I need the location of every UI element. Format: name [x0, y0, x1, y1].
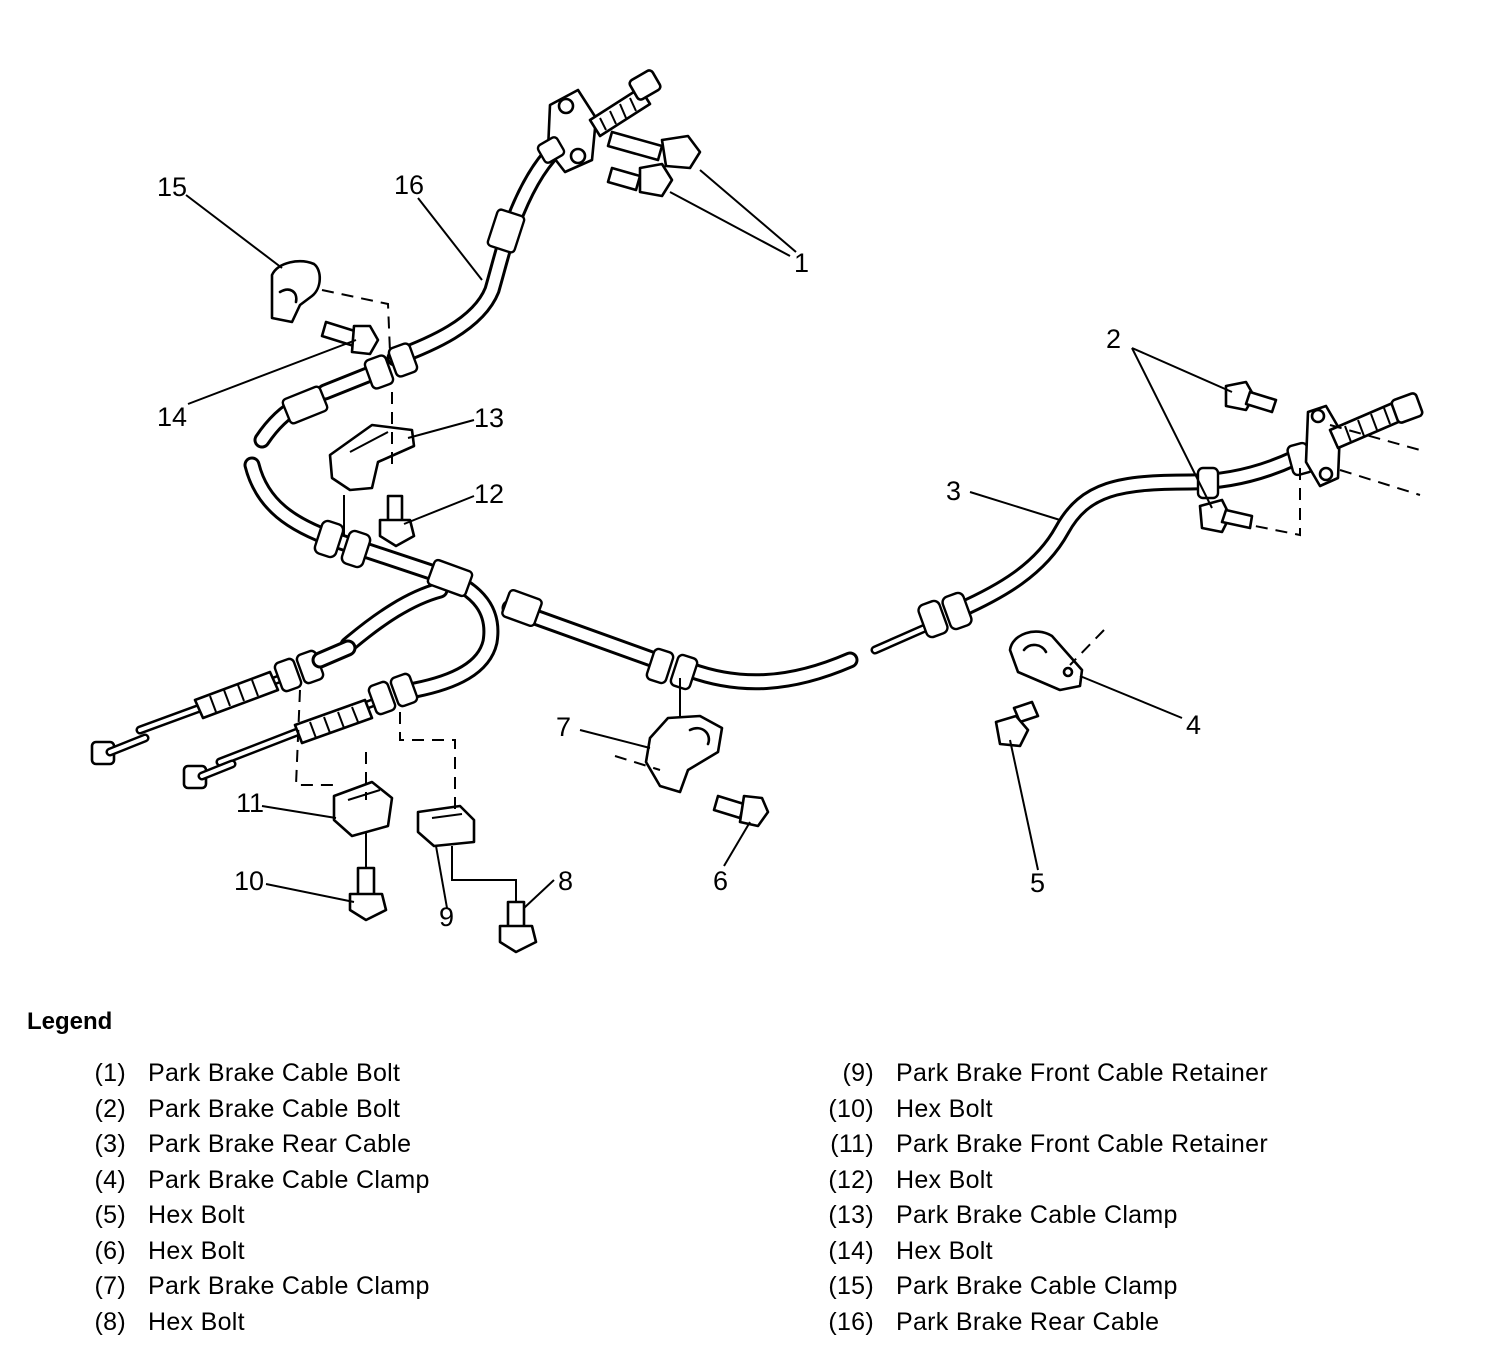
- legend-item-number: (6): [94, 1236, 126, 1265]
- legend-item-number: (9): [842, 1059, 874, 1087]
- legend-item: (2) Park Brake Cable Bolt: [60, 1092, 430, 1128]
- cable-clamp-7: [644, 714, 724, 794]
- legend-item: (5) Hex Bolt: [60, 1198, 430, 1234]
- legend-item-label: Park Brake Cable Clamp: [148, 1165, 430, 1194]
- callout-labels: 1 2 3 4 5 6 7 8 9 10 11 12 13 14 15 16: [157, 170, 1201, 932]
- callout-2: 2: [1106, 324, 1121, 354]
- front-cable-lower-left: [243, 456, 859, 699]
- upper-cable-anchor: [536, 69, 662, 174]
- callout-13: 13: [474, 403, 504, 433]
- legend-item-label: Park Brake Cable Bolt: [148, 1059, 401, 1087]
- legend-item-number: (4): [94, 1165, 126, 1194]
- cable-bolt-2-upper: [1224, 380, 1278, 414]
- legend-item-number: (5): [94, 1201, 126, 1229]
- legend-item: (12) Hex Bolt: [808, 1163, 1268, 1199]
- legend-item-number: (12): [828, 1165, 874, 1194]
- legend-item: (1) Park Brake Cable Bolt: [60, 1056, 430, 1092]
- callout-12: 12: [474, 479, 504, 509]
- legend-item-label: Park Brake Front Cable Retainer: [896, 1130, 1268, 1158]
- hex-bolt-10: [348, 866, 388, 922]
- legend-item-number: (15): [828, 1272, 874, 1300]
- legend-item: (8) Hex Bolt: [60, 1305, 430, 1341]
- callout-8: 8: [558, 866, 573, 896]
- callout-9: 9: [439, 902, 454, 932]
- legend-item: (9) Park Brake Front Cable Retainer: [808, 1056, 1268, 1092]
- legend-item: (3) Park Brake Rear Cable: [60, 1127, 430, 1163]
- legend-item: (4) Park Brake Cable Clamp: [60, 1163, 430, 1199]
- legend-item: (6) Hex Bolt: [60, 1234, 430, 1270]
- legend-column-left: (1) Park Brake Cable Bolt (2) Park Brake C…: [60, 1056, 430, 1340]
- legend-item-number: (11): [830, 1130, 874, 1158]
- callout-10: 10: [234, 866, 264, 896]
- rear-cable-16: [253, 141, 564, 449]
- cable-clamp-4: [1008, 630, 1084, 692]
- right-cable-anchor: [1304, 392, 1424, 488]
- front-cable-retainer-9: [416, 804, 476, 848]
- legend-item-number: (14): [828, 1236, 874, 1265]
- legend-item-label: Hex Bolt: [148, 1201, 245, 1229]
- legend-item-number: (13): [828, 1201, 874, 1229]
- legend-item-label: Park Brake Cable Bolt: [148, 1094, 401, 1123]
- hex-bolt-8: [498, 900, 538, 954]
- rear-cable-3: [870, 441, 1314, 655]
- legend-column-right: (9) Park Brake Front Cable Retainer (10) H…: [808, 1056, 1268, 1340]
- legend-item-number: (8): [94, 1307, 126, 1336]
- callout-3: 3: [946, 476, 961, 506]
- hex-bolt-6: [712, 794, 770, 828]
- cable-clamp-15: [270, 260, 322, 324]
- cable-bolt-1-upper: [606, 130, 702, 170]
- legend-item-label: Park Brake Cable Clamp: [896, 1272, 1178, 1300]
- hex-bolt-12: [378, 494, 416, 548]
- legend-item: (13) Park Brake Cable Clamp: [808, 1198, 1268, 1234]
- cable-bolt-2-lower: [1198, 498, 1254, 534]
- legend-item-label: Park Brake Front Cable Retainer: [896, 1059, 1268, 1087]
- legend-item-number: (1): [94, 1059, 126, 1087]
- callout-4: 4: [1186, 710, 1201, 740]
- legend-item-label: Hex Bolt: [148, 1307, 245, 1336]
- callout-14: 14: [157, 402, 187, 432]
- legend-item: (14) Hex Bolt: [808, 1234, 1268, 1270]
- legend-item-label: Hex Bolt: [148, 1236, 245, 1265]
- legend-item-number: (16): [828, 1307, 874, 1336]
- callout-5: 5: [1030, 868, 1045, 898]
- legend-item-number: (2): [94, 1094, 126, 1123]
- park-brake-cable-diagram: 1 2 3 4 5 6 7 8 9 10 11 12 13 14 15 16: [90, 69, 1424, 954]
- callout-6: 6: [713, 866, 728, 896]
- legend-item-label: Park Brake Rear Cable: [148, 1130, 412, 1158]
- legend-item-number: (3): [94, 1130, 126, 1158]
- cable-clamp-13: [328, 423, 416, 492]
- cable-bolt-1-lower: [606, 162, 674, 198]
- callout-1: 1: [794, 248, 809, 278]
- hex-bolt-14: [320, 320, 380, 356]
- legend-item-label: Hex Bolt: [896, 1094, 993, 1123]
- front-cable-retainer-11: [332, 780, 394, 838]
- legend-item-label: Hex Bolt: [896, 1236, 993, 1265]
- legend-item: (7) Park Brake Cable Clamp: [60, 1269, 430, 1305]
- callout-15: 15: [157, 172, 187, 202]
- legend-item-label: Park Brake Rear Cable: [896, 1307, 1160, 1336]
- legend-item-label: Park Brake Cable Clamp: [148, 1272, 430, 1300]
- legend-item: (10) Hex Bolt: [808, 1092, 1268, 1128]
- legend-item-number: (7): [94, 1272, 126, 1300]
- leader-lines: [185, 169, 1233, 909]
- callout-7: 7: [556, 712, 571, 742]
- cable-end-left-lower: [182, 672, 419, 790]
- alignment-lines: [294, 289, 1421, 902]
- legend-item: (15) Park Brake Cable Clamp: [808, 1269, 1268, 1305]
- callout-16: 16: [394, 170, 424, 200]
- cable-end-left-upper: [90, 639, 357, 766]
- callout-11: 11: [236, 788, 264, 818]
- legend-item: (11) Park Brake Front Cable Retainer: [808, 1127, 1268, 1163]
- legend-item-label: Hex Bolt: [896, 1165, 993, 1194]
- legend-title: Legend: [27, 1008, 113, 1035]
- hex-bolt-5: [994, 700, 1040, 748]
- legend-item-number: (10): [828, 1094, 874, 1123]
- legend-item-label: Park Brake Cable Clamp: [896, 1201, 1178, 1229]
- legend-item: (16) Park Brake Rear Cable: [808, 1305, 1268, 1341]
